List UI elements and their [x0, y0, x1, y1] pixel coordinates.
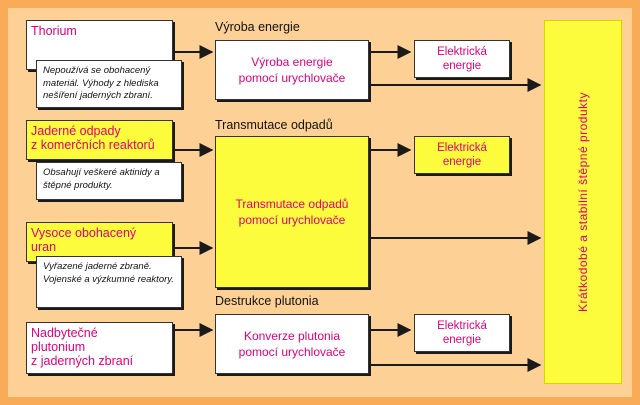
output-electric-energy-1: Elektrická energie: [414, 40, 510, 78]
section-title-transmutation: Transmutace odpadů: [215, 118, 333, 132]
output-electric-energy-2: Elektrická energie: [414, 136, 510, 174]
process-waste-transmutation-label: Transmutace odpadů pomocí urychlovače: [235, 197, 349, 227]
process-plutonium-conversion-label: Konverze plutonia pomocí urychlovače: [238, 329, 346, 359]
output-electric-energy-3-label: Elektrická energie: [437, 320, 487, 346]
source-thorium-label: Thorium: [31, 24, 77, 38]
result-fission-products: Krátkodobé a stabilní štěpné produkty: [544, 20, 622, 384]
section-title-energy: Výroba energie: [215, 20, 300, 34]
source-plutonium: Nadbytečné plutonium z jaderných zbraní: [26, 322, 173, 374]
source-nuclear-waste-label: Jaderné odpady z komerčních reaktorů: [31, 124, 155, 152]
source-plutonium-label: Nadbytečné plutonium z jaderných zbraní: [31, 326, 134, 368]
process-energy-production: Výroba energie pomocí urychlovače: [215, 40, 369, 100]
note-thorium: Nepoužívá se obohacený materiál. Výhody …: [36, 60, 182, 108]
output-electric-energy-1-label: Elektrická energie: [437, 46, 487, 72]
note-nuclear-waste: Obsahují veškeré aktinidy a štěpné produ…: [36, 162, 182, 200]
process-energy-production-label: Výroba energie pomocí urychlovače: [238, 55, 346, 85]
source-nuclear-waste: Jaderné odpady z komerčních reaktorů: [26, 120, 173, 160]
result-fission-products-label: Krátkodobé a stabilní štěpné produkty: [576, 92, 590, 312]
process-waste-transmutation: Transmutace odpadů pomocí urychlovače: [215, 136, 369, 288]
section-title-plutonium: Destrukce plutonia: [215, 294, 319, 308]
output-electric-energy-3: Elektrická energie: [414, 314, 510, 352]
note-enriched-uranium: Vyřazené jaderné zbraně. Vojenské a výzk…: [36, 256, 182, 308]
output-electric-energy-2-label: Elektrická energie: [437, 142, 487, 168]
source-enriched-uranium-label: Vysoce obohacený uran: [31, 226, 137, 254]
process-plutonium-conversion: Konverze plutonia pomocí urychlovače: [215, 314, 369, 374]
